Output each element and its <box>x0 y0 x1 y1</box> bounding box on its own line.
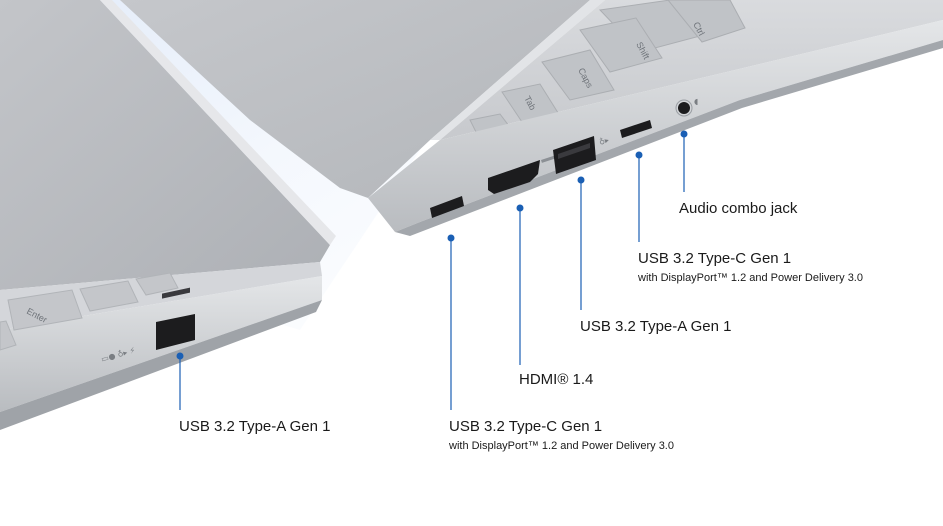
callout-usb-c-1: USB 3.2 Type-C Gen 1 with DisplayPort™ 1… <box>449 418 674 453</box>
usb-port-icons: ♁▸ <box>598 135 610 147</box>
keycap-caps <box>541 49 615 101</box>
callout-leaders <box>176 130 688 410</box>
left-laptop: Enter ▭● ♁▸ ⚡ <box>0 0 336 430</box>
audio-jack <box>678 102 690 114</box>
callout-audio-jack: Audio combo jack <box>679 200 797 218</box>
left-laptop-lid <box>0 0 330 290</box>
left-laptop-bottom <box>0 300 322 430</box>
leader-left-usba <box>176 352 184 410</box>
leader-usbc-1 <box>447 234 455 410</box>
callout-title: USB 3.2 Type-C Gen 1 <box>449 418 603 435</box>
left-laptop-lid-edge <box>100 0 336 245</box>
callout-title: USB 3.2 Type-A Gen 1 <box>179 418 331 435</box>
keycap-ctrl <box>667 0 746 43</box>
hdmi-port <box>488 160 540 194</box>
callout-title: Audio combo jack <box>679 200 798 217</box>
right-laptop-bottom <box>395 40 943 236</box>
right-laptop-lid-edge <box>430 0 605 140</box>
callout-title: HDMI® 1.4 <box>519 371 594 388</box>
right-laptop-deck <box>440 0 943 140</box>
leader-usba-right <box>577 176 585 310</box>
callout-usb-a-right: USB 3.2 Type-A Gen 1 <box>580 318 731 336</box>
leader-hdmi <box>516 204 524 365</box>
callout-title: USB 3.2 Type-A Gen 1 <box>580 318 732 335</box>
callout-hdmi: HDMI® 1.4 <box>519 371 593 389</box>
leader-audio <box>680 130 688 192</box>
headset-icon: ◖ <box>694 97 698 106</box>
hdmi-label-mark <box>541 155 556 163</box>
right-usb-c-port-2 <box>620 120 652 138</box>
callout-subtitle: with DisplayPort™ 1.2 and Power Delivery… <box>449 440 674 452</box>
right-usb-a-port-tongue <box>558 143 590 159</box>
callout-left-usb-a: USB 3.2 Type-A Gen 1 <box>179 418 330 436</box>
right-usb-c-port-1 <box>430 196 464 218</box>
keycap <box>79 280 139 312</box>
keycap-shift <box>579 17 663 73</box>
callout-title: USB 3.2 Type-C Gen 1 <box>638 250 792 267</box>
keycap-enter <box>7 289 83 331</box>
leader-usbc-2 <box>635 151 643 242</box>
callout-subtitle: with DisplayPort™ 1.2 and Power Delivery… <box>638 272 863 284</box>
audio-jack-ring <box>675 99 693 117</box>
left-usb-a-port-tongue <box>162 287 190 299</box>
right-laptop-lid <box>120 0 590 198</box>
keycap <box>0 320 17 351</box>
right-laptop: Ctrl Shift Caps Tab ♁▸ ◖ <box>120 0 943 236</box>
left-usb-a-port <box>156 314 195 350</box>
keycap <box>135 272 179 296</box>
callout-usb-c-2: USB 3.2 Type-C Gen 1 with DisplayPort™ 1… <box>638 250 863 285</box>
